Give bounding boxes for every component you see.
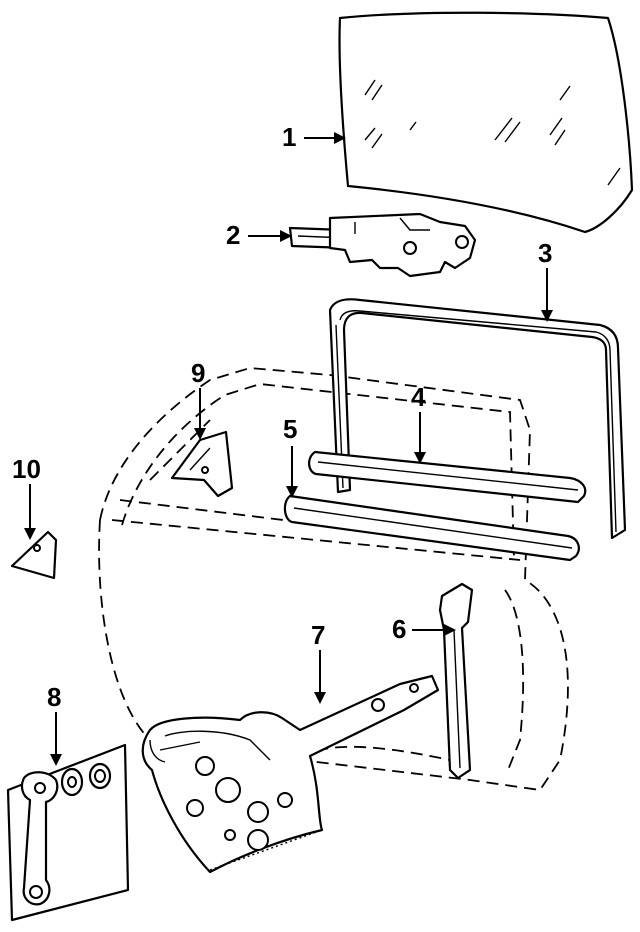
part-5-inner-belt-weatherstrip <box>283 494 580 562</box>
part-9-corner-bracket <box>170 430 234 498</box>
part-10-corner-trim <box>10 530 58 580</box>
callout-2: 2 <box>226 220 241 250</box>
callout-1: 1 <box>282 122 297 152</box>
callout-3: 3 <box>538 238 553 268</box>
part-2-glass-channel <box>288 212 477 278</box>
part-1-door-glass <box>338 11 634 234</box>
leader-lines <box>24 132 553 766</box>
part-4-outer-belt-weatherstrip <box>308 450 587 504</box>
callout-4: 4 <box>411 382 426 412</box>
part-3-run-channel <box>328 298 627 540</box>
part-8-crank-handle-kit <box>6 743 130 922</box>
part-7-window-regulator <box>141 674 440 874</box>
callout-10: 10 <box>12 454 41 484</box>
part-6-rear-guide <box>438 582 474 780</box>
callout-5: 5 <box>283 414 298 444</box>
callout-8: 8 <box>47 682 62 712</box>
callout-9: 9 <box>191 358 206 388</box>
callout-6: 6 <box>392 614 407 644</box>
callout-7: 7 <box>311 620 326 650</box>
